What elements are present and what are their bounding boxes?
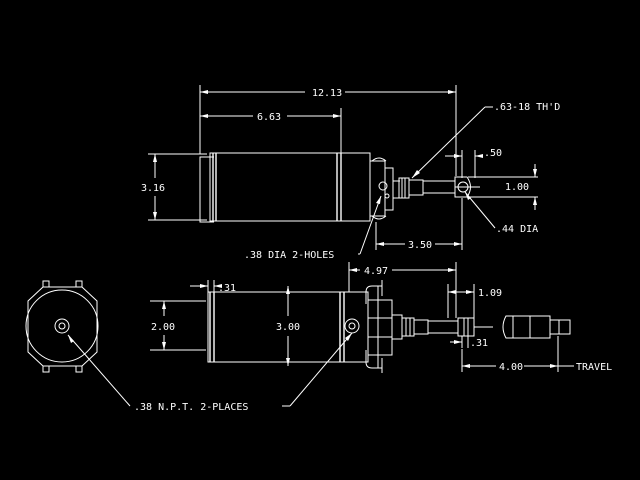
pin-hole-callout: .44 DIA (464, 191, 538, 235)
top-view: 12.13 6.63 3.16 .63-18 TH'D (141, 85, 560, 261)
port (344, 318, 360, 334)
note-mount-holes: .38 DIA 2-HOLES (244, 250, 334, 261)
front-head (369, 157, 400, 220)
dim-rod-extension: 1.09 (447, 284, 502, 318)
cylinder-body (209, 152, 371, 222)
dim-body-diameter: 3.16 (141, 153, 207, 221)
dim-travel: 4.00 TRAVEL (461, 336, 612, 373)
dim-body-length: 6.63 (200, 108, 342, 154)
cylinder-end-cap (199, 156, 214, 223)
dim-label-rod-end-offset: .50 (484, 148, 502, 159)
dim-label-rod-extension: 1.09 (478, 288, 502, 299)
end-view (25, 280, 99, 373)
dim-bracket-to-pin: 4.97 (348, 262, 457, 318)
dim-pin-to-mount: 3.50 (375, 198, 463, 251)
dim-label-clevis-height: 1.00 (505, 182, 529, 193)
dim-port-offset: .31 (190, 280, 236, 294)
dim-rod-end-offset: .50 (445, 148, 502, 178)
dim-rod-step: .31 (450, 336, 488, 349)
dim-label-travel-length: 4.00 (499, 362, 523, 373)
dim-clevis-height: 1.00 (468, 164, 538, 210)
rod-end (398, 176, 480, 199)
dim-label-body-length: 6.63 (257, 112, 281, 123)
dim-label-body-height: 2.00 (151, 322, 175, 333)
dim-side-diameter: 3.00 (276, 286, 300, 366)
dim-label-pin-to-mount: 3.50 (408, 240, 432, 251)
dim-label-side-diameter: 3.00 (276, 322, 300, 333)
dim-label-rod-step: .31 (470, 338, 488, 349)
front-head-side (367, 299, 415, 356)
note-thread: .63-18 TH'D (494, 102, 560, 113)
dim-label-body-diameter: 3.16 (141, 183, 165, 194)
dim-overall-length: 12.13 (199, 85, 457, 176)
note-travel: TRAVEL (576, 362, 612, 373)
bottom-view: .31 2.00 3.00 4.97 (67, 262, 612, 413)
mount-hole-callout: .38 DIA 2-HOLES (244, 195, 382, 261)
ports-callout: .38 N.P.T. 2-PLACES (67, 332, 353, 413)
rod-and-clevis (413, 315, 571, 339)
note-pin-hole: .44 DIA (496, 224, 538, 235)
dim-label-port-offset: .31 (218, 283, 236, 294)
dim-label-bracket-to-pin: 4.97 (364, 266, 388, 277)
dim-label-overall-length: 12.13 (312, 88, 342, 99)
thread-callout: .63-18 TH'D (411, 102, 560, 179)
note-ports: .38 N.P.T. 2-PLACES (134, 402, 248, 413)
dim-body-height: 2.00 (150, 300, 206, 351)
